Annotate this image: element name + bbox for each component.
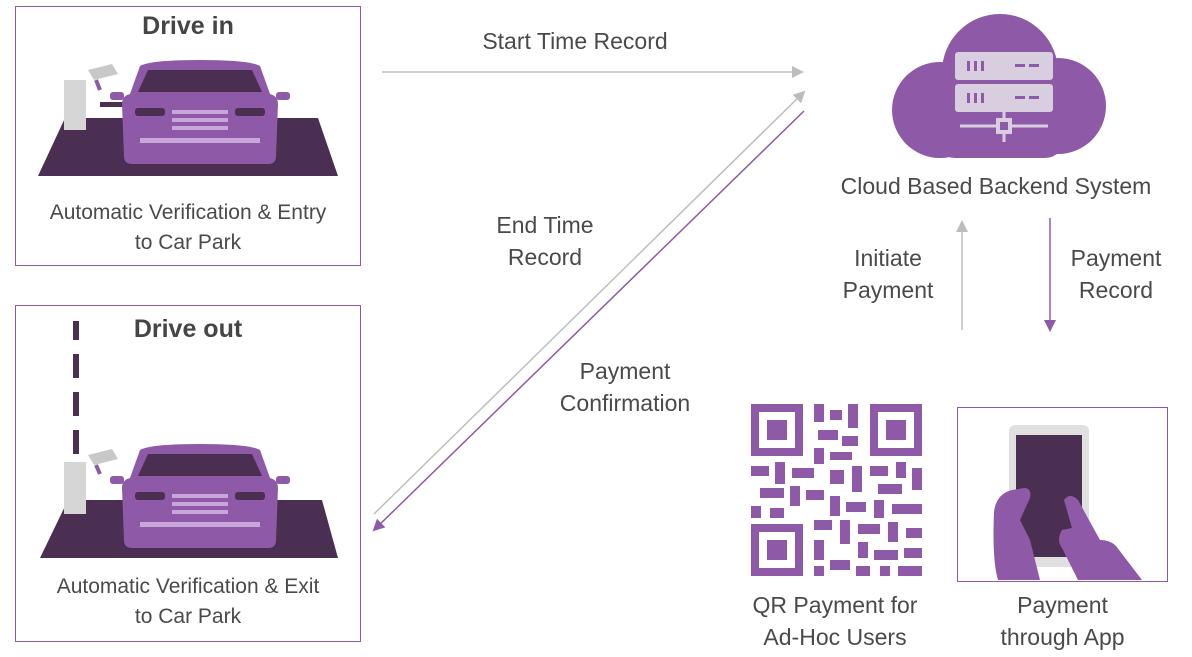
- payment-confirmation-line1: Payment: [579, 358, 671, 384]
- start-time-label: Start Time Record: [482, 28, 668, 54]
- end-time-arrow: [373, 90, 806, 515]
- initiate-payment-line2: Payment: [842, 277, 934, 303]
- drive-out-illustration: [40, 321, 338, 558]
- drive-out-caption: Automatic Verification & Exit to Car Par…: [15, 572, 361, 632]
- payment-record-label: Payment Record: [1048, 242, 1184, 306]
- app-payment-label: Payment through App: [955, 589, 1170, 653]
- car-icon: [110, 60, 290, 164]
- barrier-post-icon: [64, 462, 86, 514]
- cloud-server-icon: [892, 14, 1106, 158]
- end-time-label: End Time Record: [455, 209, 635, 273]
- initiate-payment-label: Initiate Payment: [818, 242, 958, 306]
- payment-record-line1: Payment: [1070, 245, 1162, 271]
- car-icon: [110, 444, 290, 548]
- phone-in-hands-icon: [993, 425, 1142, 580]
- drive-in-panel: [15, 6, 361, 266]
- app-payment-line1: Payment: [1017, 592, 1108, 618]
- camera-icon: [88, 64, 118, 91]
- camera-icon: [88, 449, 118, 475]
- qr-payment-label: QR Payment for Ad-Hoc Users: [720, 589, 950, 653]
- app-payment-line2: through App: [1000, 624, 1125, 650]
- payment-confirmation-line2: Confirmation: [559, 390, 691, 416]
- payment-confirmation-arrow: [372, 110, 805, 532]
- payment-record-line2: Record: [1078, 277, 1154, 303]
- qr-code-icon: [751, 404, 922, 576]
- drive-in-caption-line1: Automatic Verification & Entry: [49, 201, 327, 224]
- initiate-payment-line1: Initiate: [854, 245, 922, 271]
- drive-out-title: Drive out: [133, 315, 243, 343]
- drive-in-caption: Automatic Verification & Entry to Car Pa…: [15, 198, 361, 258]
- drive-out-caption-line1: Automatic Verification & Exit: [56, 575, 320, 598]
- drive-in-caption-line2: to Car Park: [134, 231, 242, 254]
- drive-out-panel: [15, 305, 361, 642]
- qr-payment-line2: Ad-Hoc Users: [763, 624, 907, 650]
- drive-in-title: Drive in: [142, 12, 234, 40]
- app-payment-panel: [957, 407, 1168, 582]
- payment-confirmation-label: Payment Confirmation: [520, 355, 730, 419]
- raised-barrier-icon: [73, 321, 79, 481]
- end-time-line1: End Time: [496, 212, 594, 238]
- qr-payment-line1: QR Payment for: [752, 592, 918, 618]
- drive-out-caption-line2: to Car Park: [134, 605, 242, 628]
- barrier-post-icon: [64, 80, 86, 130]
- end-time-line2: Record: [507, 244, 583, 270]
- drive-in-illustration: [38, 60, 338, 176]
- backend-label: Cloud Based Backend System: [840, 173, 1152, 199]
